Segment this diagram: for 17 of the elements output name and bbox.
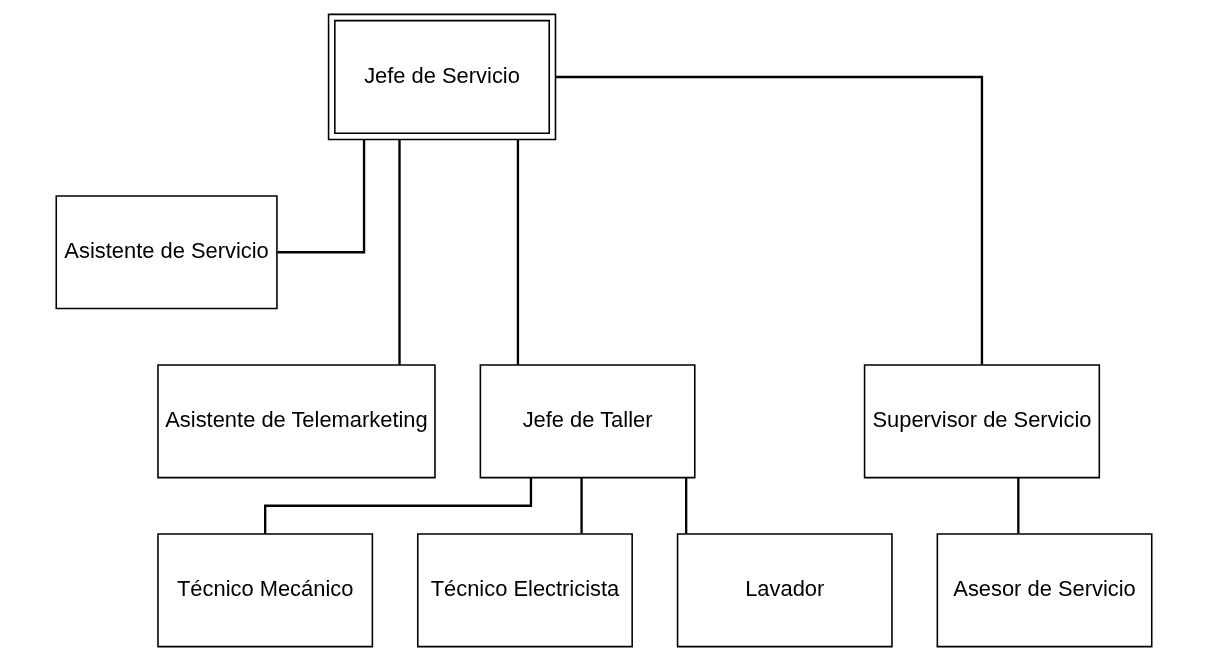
node-box: Asesor de Servicio xyxy=(936,533,1153,648)
node-box: Técnico Mecánico xyxy=(157,533,374,648)
node-box: Jefe de Servicio xyxy=(327,13,557,141)
node-box: Asistente de Servicio xyxy=(55,195,278,310)
connector xyxy=(516,139,520,365)
node-box: Lavador xyxy=(676,533,893,648)
connector xyxy=(580,478,583,534)
connector xyxy=(264,477,533,534)
node-box: Supervisor de Servicio xyxy=(863,364,1101,479)
connector xyxy=(398,139,401,365)
node-box: Asistente de Telemarketing xyxy=(157,364,436,479)
node-box: Jefe de Taller xyxy=(479,364,696,479)
connector xyxy=(1017,478,1020,534)
connector xyxy=(685,478,688,534)
connector xyxy=(555,75,984,365)
node-box: Técnico Electricista xyxy=(417,533,633,648)
connector xyxy=(277,139,366,254)
